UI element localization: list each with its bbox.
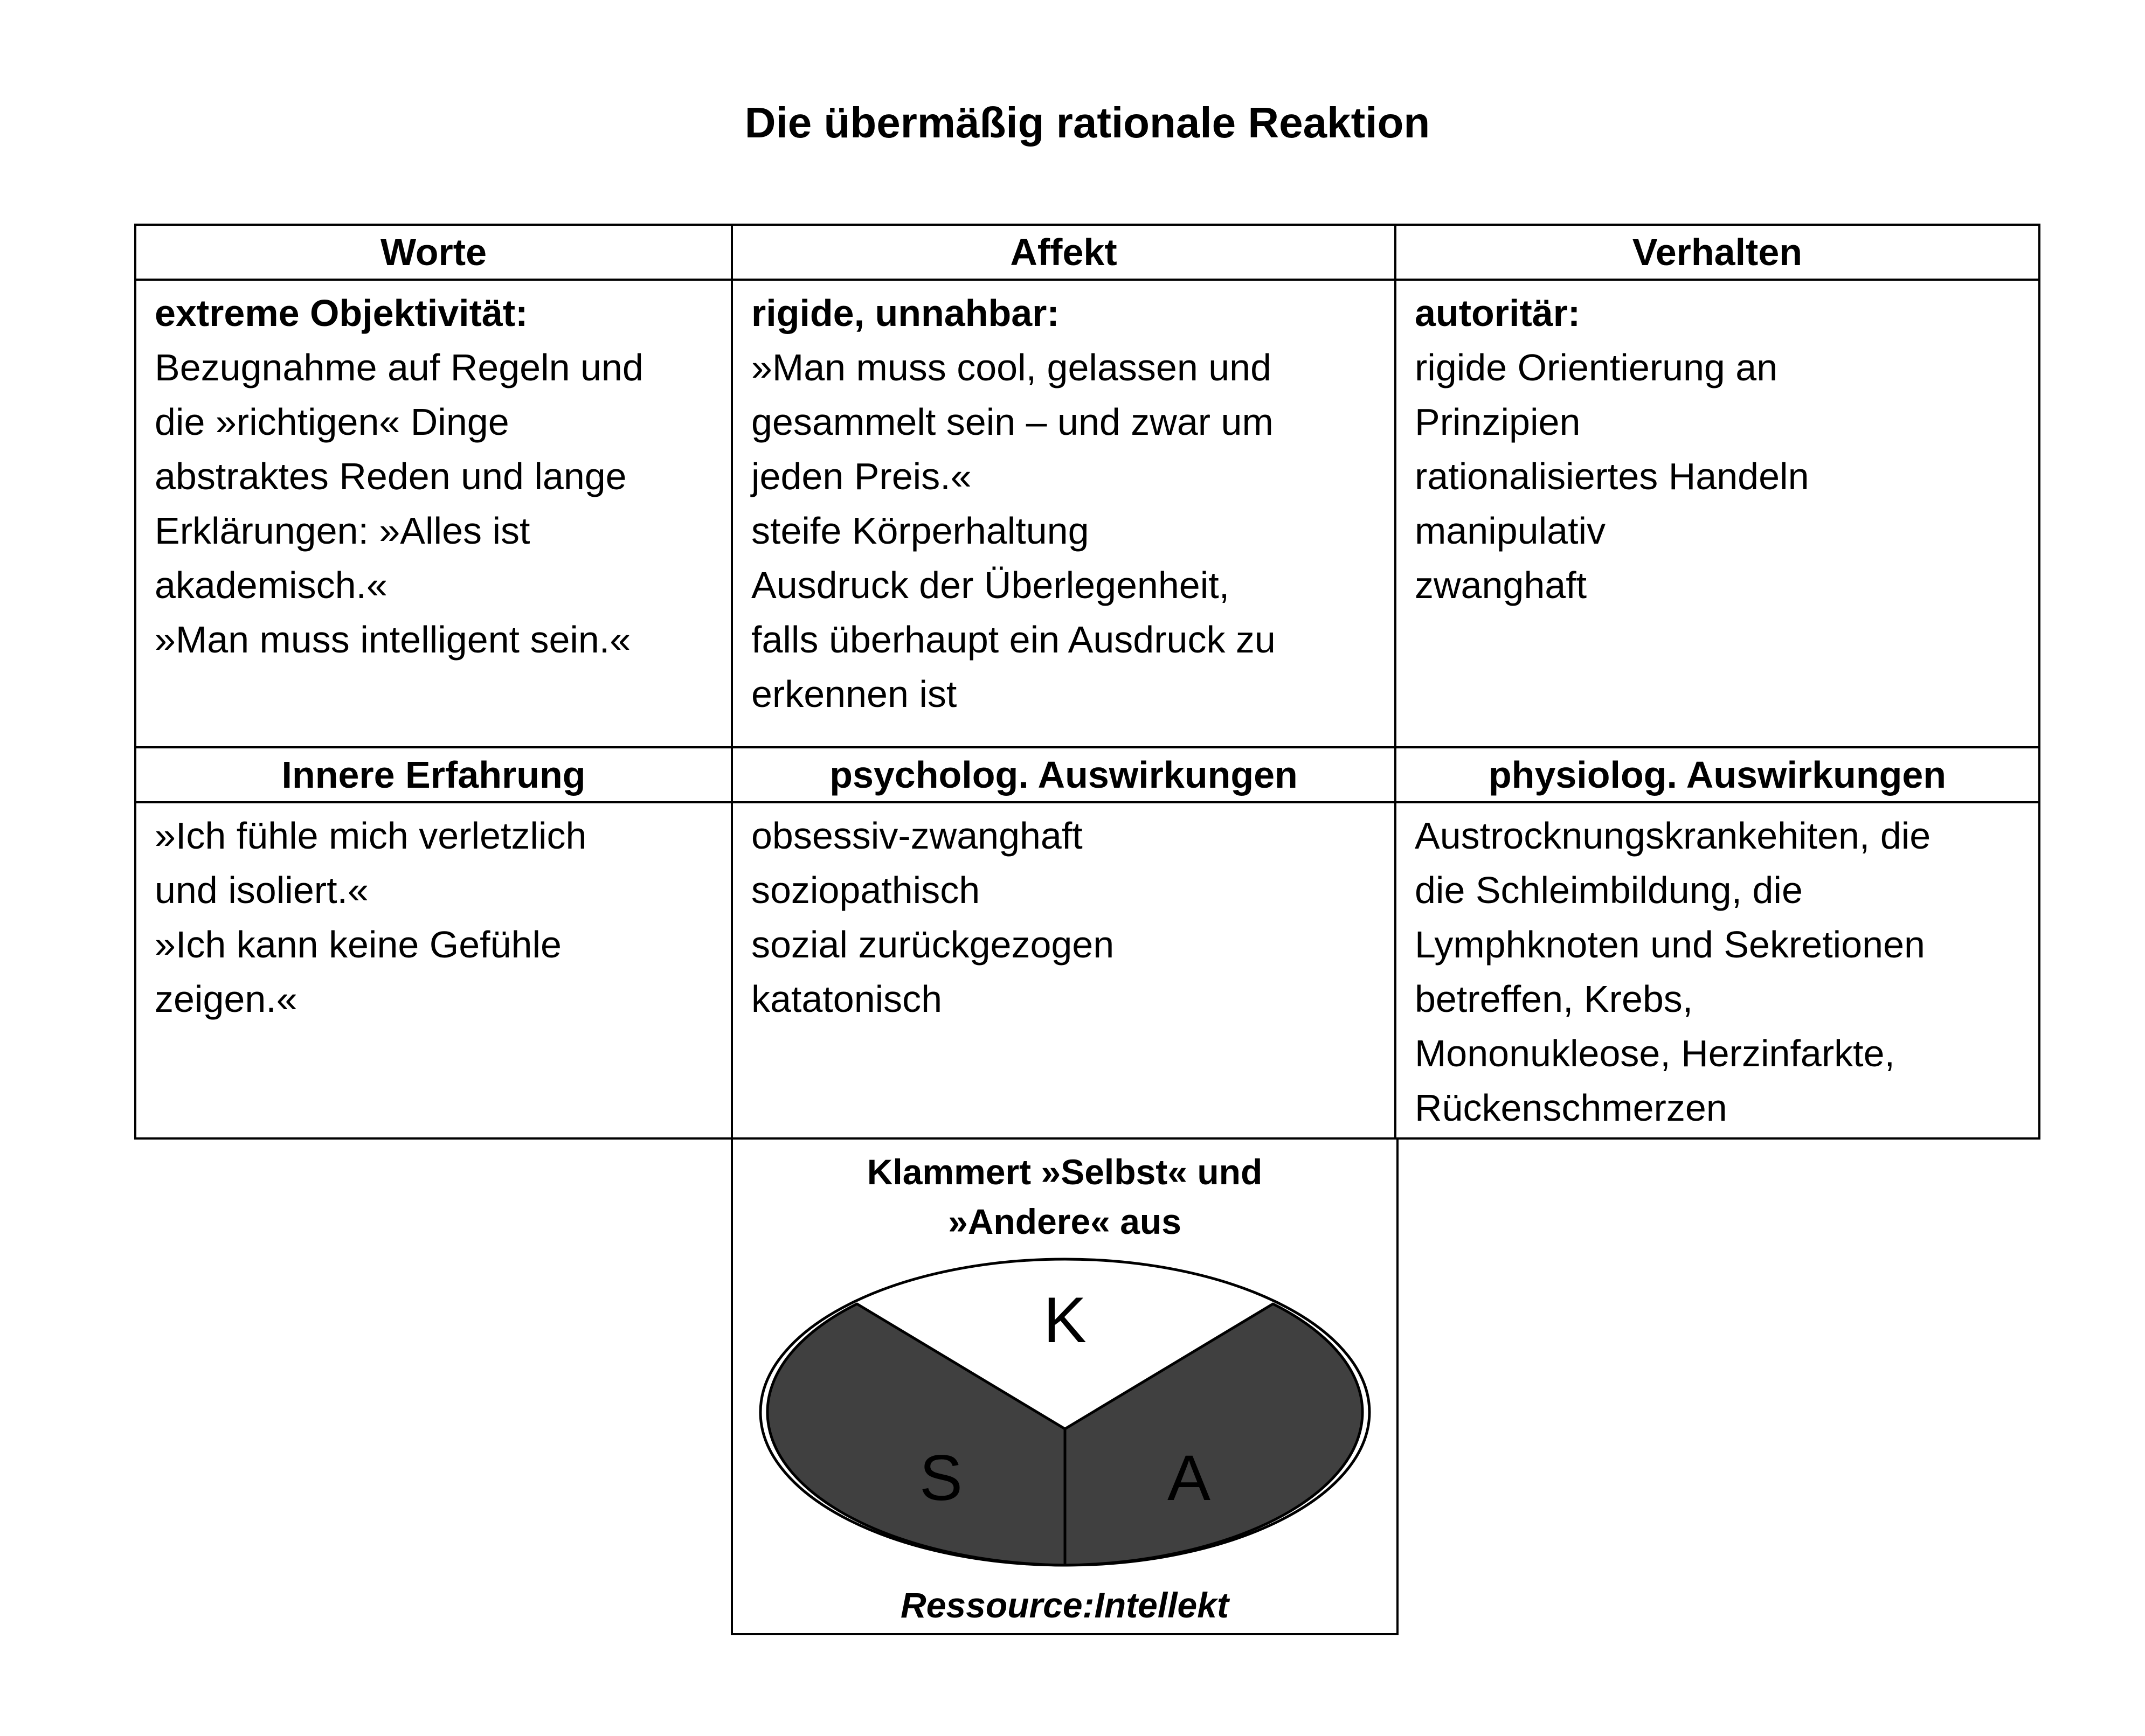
cell-psycholog-auswirkungen: obsessiv-zwanghaft soziopathisch sozial zu… xyxy=(733,803,1396,1137)
cell-psycholog-auswirkungen-lines: obsessiv-zwanghaft soziopathisch sozial zu… xyxy=(751,809,1381,1026)
header-physiolog-auswirkungen: physiolog. Auswirkungen xyxy=(1396,748,2038,803)
text-line: katatonisch xyxy=(751,978,943,1020)
text-line: Bezugnahme auf Regeln und xyxy=(155,346,644,388)
text-line: sozial zurückgezogen xyxy=(751,923,1115,966)
selbst-andere-heading: Klammert »Selbst« und »Andere« aus xyxy=(733,1147,1396,1246)
text-line: Erklärungen: »Alles ist xyxy=(155,510,530,552)
cell-verhalten: autoritär: rigide Orientierung an Prinzip… xyxy=(1396,281,2038,748)
text-line: falls überhaupt ein Ausdruck zu xyxy=(751,619,1276,661)
sector-label-s: S xyxy=(919,1442,962,1514)
text-line: steife Körperhaltung xyxy=(751,510,1089,552)
text-line: zwanghaft xyxy=(1415,564,1587,606)
diagram-caption: Ressource:Intellekt xyxy=(901,1585,1229,1625)
sector-label-k: K xyxy=(1043,1284,1086,1356)
header-innere-erfahrung: Innere Erfahrung xyxy=(136,748,733,803)
text-line: abstraktes Reden und lange xyxy=(155,455,627,497)
text-line: »Ich fühle mich verletzlich xyxy=(155,815,587,857)
page-title: Die übermäßig rationale Reaktion xyxy=(744,99,1430,147)
text-line: Rückenschmerzen xyxy=(1415,1087,1727,1129)
text-line: erkennen ist xyxy=(751,673,957,715)
cell-verhalten-lead: autoritär: xyxy=(1415,292,1581,334)
text-line: obsessiv-zwanghaft xyxy=(751,815,1083,857)
text-line: »Ich kann keine Gefühle xyxy=(155,923,562,966)
cell-affekt-lead: rigide, unnahbar: xyxy=(751,292,1060,334)
text-line: Ausdruck der Überlegenheit, xyxy=(751,564,1230,606)
text-line: manipulativ xyxy=(1415,510,1606,552)
text-line: »Andere« aus xyxy=(948,1202,1181,1241)
text-line: die »richtigen« Dinge xyxy=(155,401,509,443)
cell-worte-lines: Bezugnahme auf Regeln und die »richtigen«… xyxy=(155,341,718,667)
reaction-table: Worte Affekt Verhalten extreme Objektivi… xyxy=(134,224,2040,1140)
cell-innere-erfahrung: »Ich fühle mich verletzlich und isoliert.… xyxy=(136,803,733,1137)
text-line: betreffen, Krebs, xyxy=(1415,978,1693,1020)
cell-physiolog-auswirkungen: Austrocknungskrankehiten, die die Schleim… xyxy=(1396,803,2038,1137)
text-line: rigide Orientierung an xyxy=(1415,346,1778,388)
cell-affekt-lines: »Man muss cool, gelassen und gesammelt se… xyxy=(751,341,1381,721)
text-line: und isoliert.« xyxy=(155,869,369,911)
sector-s xyxy=(766,1302,1066,1567)
text-line: Austrocknungskrankehiten, die xyxy=(1415,815,1931,857)
cell-worte-lead: extreme Objektivität: xyxy=(155,292,528,334)
text-line: Klammert »Selbst« und xyxy=(867,1152,1263,1192)
header-worte: Worte xyxy=(136,226,733,281)
text-line: Prinzipien xyxy=(1415,401,1581,443)
header-affekt: Affekt xyxy=(733,226,1396,281)
sector-label-a: A xyxy=(1167,1442,1210,1514)
text-line: »Man muss cool, gelassen und xyxy=(751,346,1271,388)
text-line: zeigen.« xyxy=(155,978,297,1020)
sector-a xyxy=(1063,1302,1364,1567)
cell-innere-erfahrung-lines: »Ich fühle mich verletzlich und isoliert.… xyxy=(155,809,718,1026)
text-line: jeden Preis.« xyxy=(751,455,972,497)
cell-physiolog-auswirkungen-lines: Austrocknungskrankehiten, die die Schleim… xyxy=(1415,809,2025,1135)
cell-verhalten-lines: rigide Orientierung an Prinzipien rational… xyxy=(1415,341,2025,613)
text-line: rationalisiertes Handeln xyxy=(1415,455,1809,497)
text-line: Mononukleose, Herzinfarkte, xyxy=(1415,1032,1895,1074)
cell-worte: extreme Objektivität: Bezugnahme auf Reg… xyxy=(136,281,733,748)
text-line: gesammelt sein – und zwar um xyxy=(751,401,1274,443)
header-psycholog-auswirkungen: psycholog. Auswirkungen xyxy=(733,748,1396,803)
text-line: die Schleimbildung, die xyxy=(1415,869,1803,911)
text-line: soziopathisch xyxy=(751,869,980,911)
text-line: Lymphknoten und Sekretionen xyxy=(1415,923,1925,966)
text-line: akademisch.« xyxy=(155,564,388,606)
header-verhalten: Verhalten xyxy=(1396,226,2038,281)
ellipse-outline xyxy=(759,1258,1371,1567)
text-line: »Man muss intelligent sein.« xyxy=(155,619,631,661)
cell-affekt: rigide, unnahbar: »Man muss cool, gelass… xyxy=(733,281,1396,748)
selbst-andere-cell: Klammert »Selbst« und»Andere« aus K S A … xyxy=(731,1140,1399,1635)
pie-diagram: K S A xyxy=(759,1258,1371,1567)
